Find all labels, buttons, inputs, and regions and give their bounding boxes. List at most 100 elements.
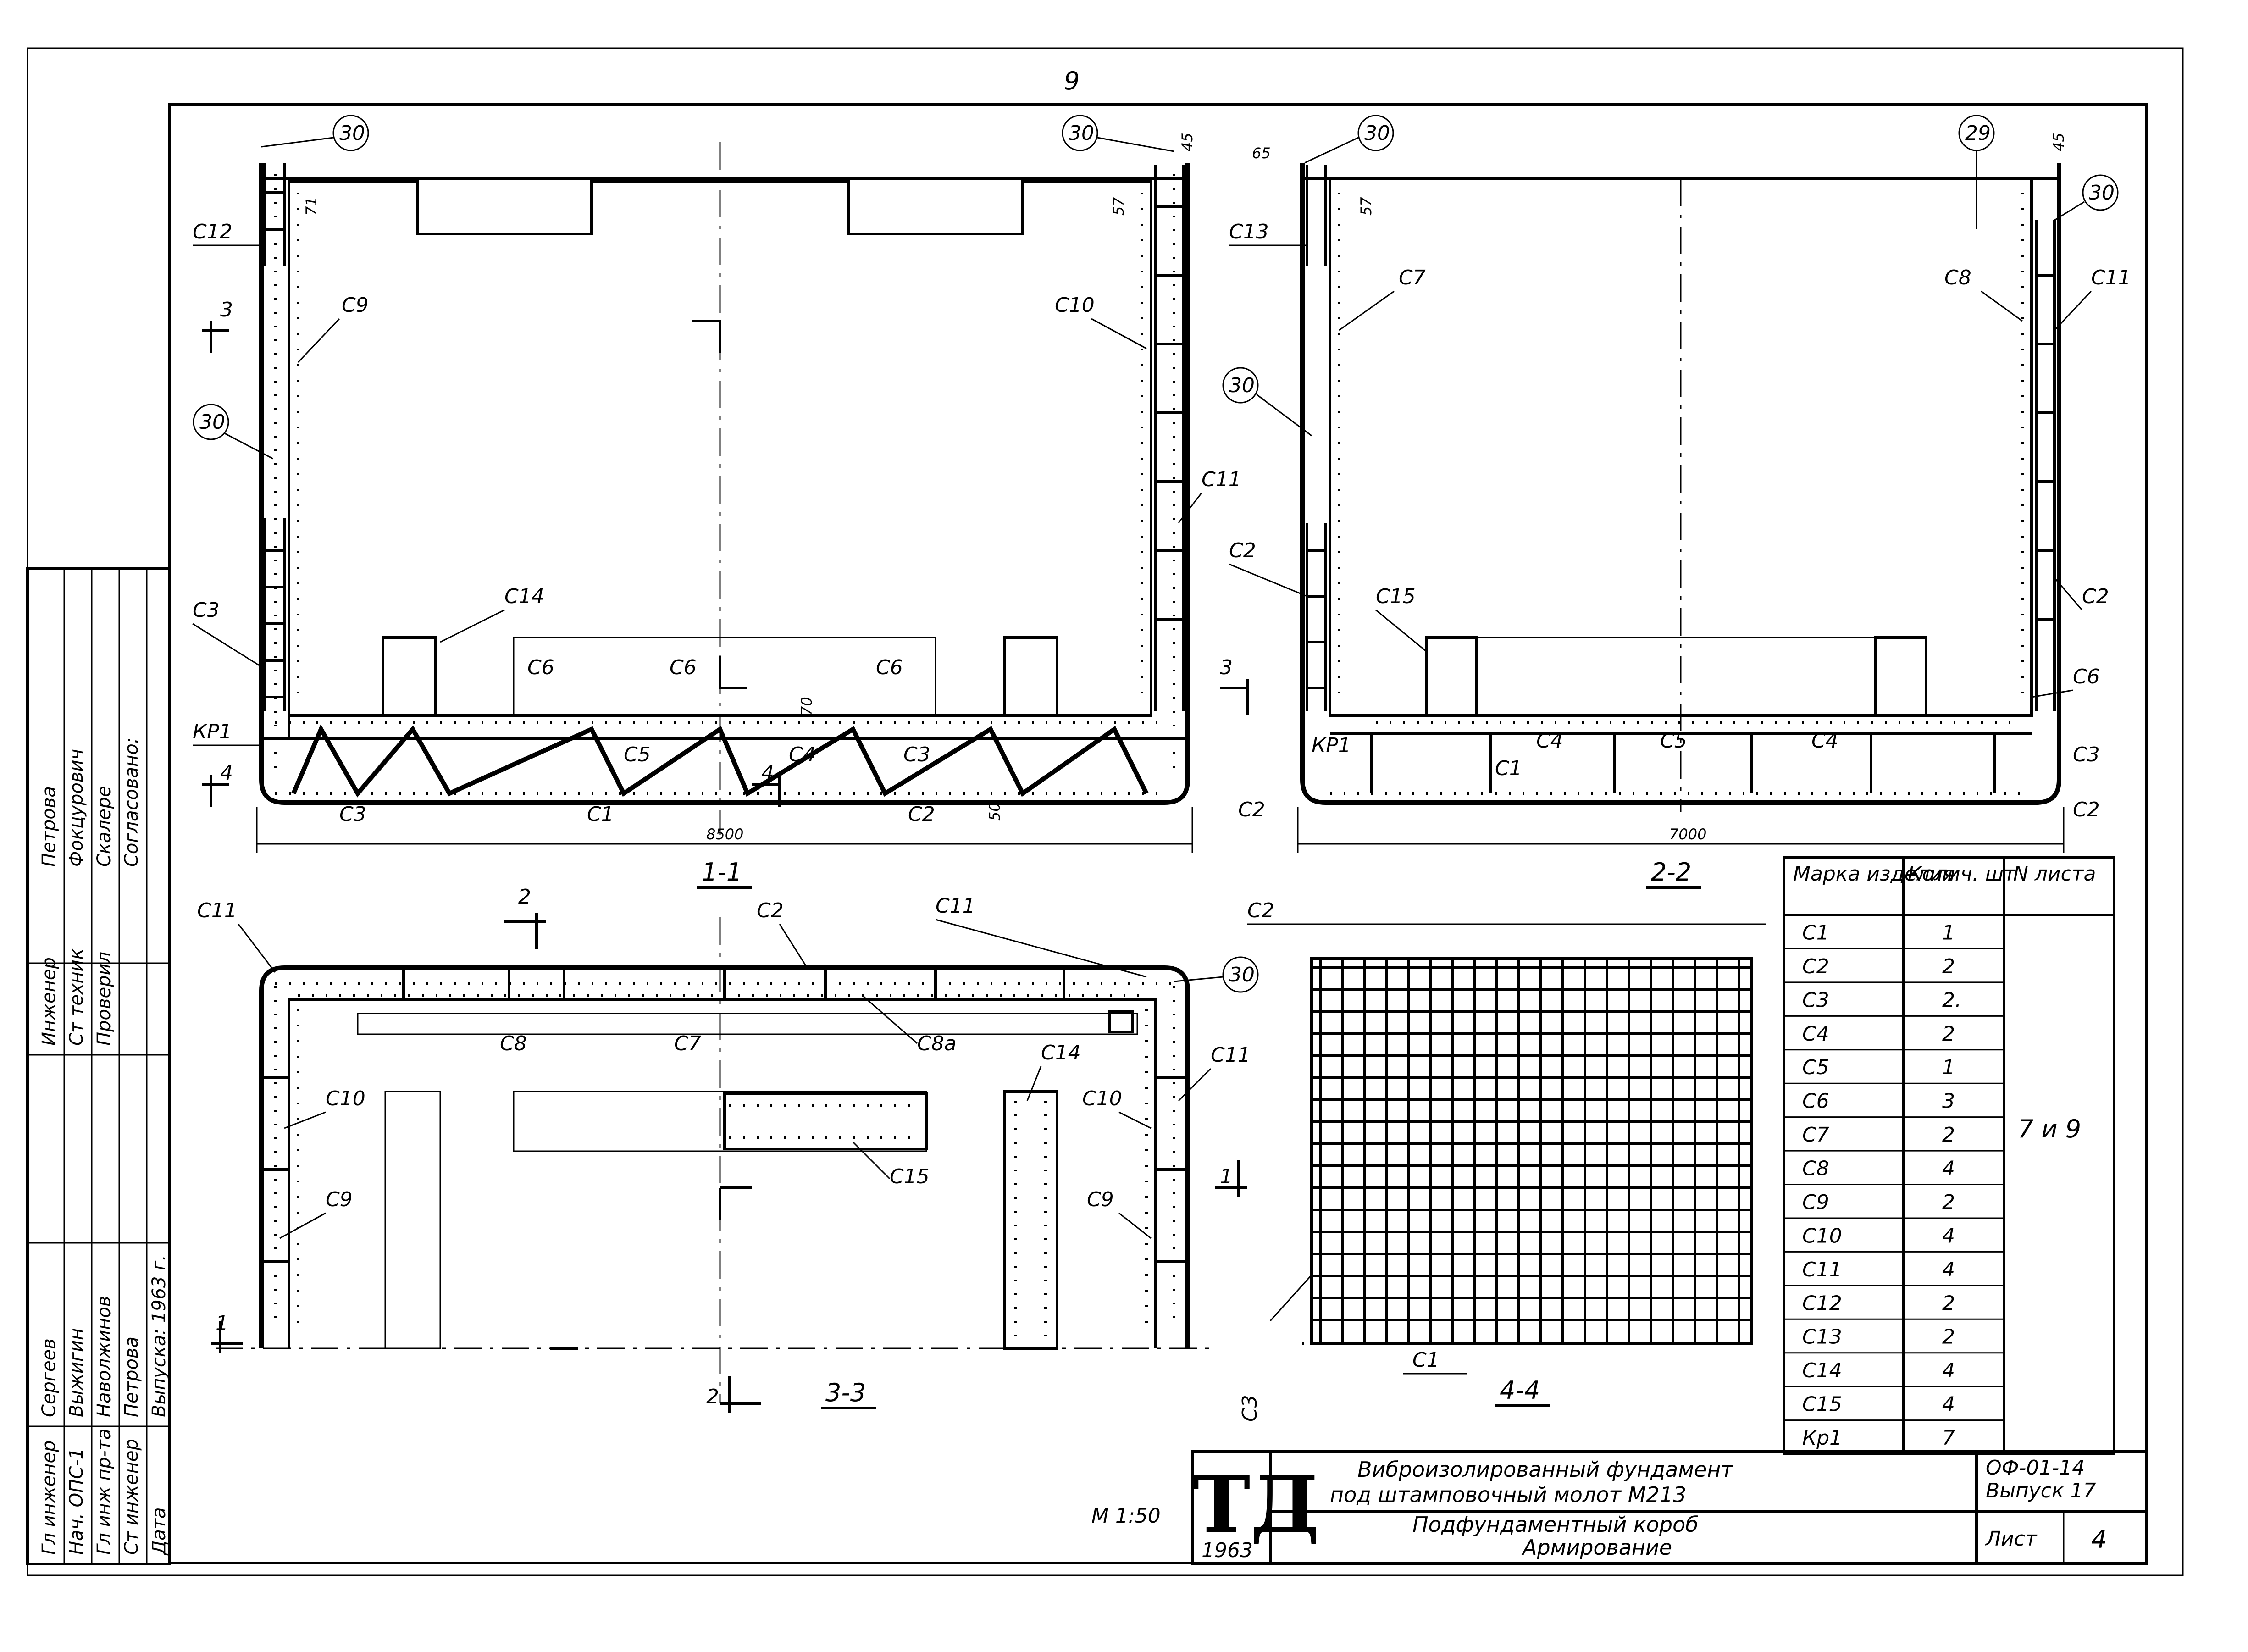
label-c10-b: С10 xyxy=(326,1087,365,1110)
label-c2-d: С2 xyxy=(1238,798,1265,821)
label-c11-c: С11 xyxy=(197,899,237,922)
side-stamp-role-2: Инженер xyxy=(39,957,60,1046)
spec-row-mark: С1 xyxy=(1802,921,1829,944)
spec-row-qty: 2 xyxy=(1942,1022,1955,1046)
callout-30-f: 30 xyxy=(1229,374,1255,397)
side-stamp-name-2: Петрова xyxy=(39,786,60,867)
title-line-2: под штамповочный молот М213 xyxy=(1330,1482,1686,1507)
drawing-frame xyxy=(168,103,2148,1564)
spec-header-sheet: N листа xyxy=(2013,862,2096,886)
label-c14-b: С14 xyxy=(1041,1041,1081,1064)
side-stamp-name-2: Согласовано: xyxy=(121,737,142,867)
label-c15: С15 xyxy=(1376,585,1416,608)
spec-row-mark: С8 xyxy=(1802,1157,1829,1181)
marker-2-b: 2 xyxy=(706,1385,719,1408)
spec-row-mark: С15 xyxy=(1802,1393,1842,1416)
side-stamp-name: Выжигин xyxy=(66,1328,87,1417)
section-title-2-2: 2-2 xyxy=(1651,858,1691,887)
spec-row-qty: 4 xyxy=(1942,1258,1955,1281)
label-c6-d: С6 xyxy=(2073,665,2100,688)
callout-30-g: 30 xyxy=(1229,963,1255,987)
label-c9-c: С9 xyxy=(1087,1188,1114,1211)
label-c11-d: С11 xyxy=(936,894,975,918)
dim-7000: 7000 xyxy=(1669,826,1706,843)
label-kr1-b: КР1 xyxy=(1312,734,1351,757)
label-c3: С3 xyxy=(193,599,220,622)
label-c3-b: С3 xyxy=(903,743,930,766)
label-c11-b: С11 xyxy=(2091,266,2131,289)
spec-row-mark: С11 xyxy=(1802,1258,1842,1281)
spec-row-qty: 4 xyxy=(1942,1157,1955,1181)
spec-row-mark: С12 xyxy=(1802,1292,1842,1315)
spec-row-mark: С4 xyxy=(1802,1022,1829,1046)
marker-4-a: 4 xyxy=(220,761,233,785)
dim-57: 57 xyxy=(1110,197,1127,216)
logo-td: ТД xyxy=(1192,1459,1320,1551)
spec-row-qty: 4 xyxy=(1942,1224,1955,1247)
spec-row-mark: С6 xyxy=(1802,1090,1829,1113)
spec-sheet-ref: 7 и 9 xyxy=(2018,1114,2081,1143)
label-c8a: С8а xyxy=(917,1032,957,1055)
callout-30-b: 30 xyxy=(1069,122,1094,145)
spec-row-qty: 4 xyxy=(1942,1393,1955,1416)
dim-71: 71 xyxy=(303,197,320,216)
label-c13: С13 xyxy=(1229,220,1269,244)
dim-50: 50 xyxy=(986,802,1003,821)
label-c7: С7 xyxy=(1399,266,1426,289)
marker-2-a: 2 xyxy=(518,885,531,909)
label-c14: С14 xyxy=(504,585,544,608)
label-c15-b: С15 xyxy=(890,1165,930,1188)
spec-row-mark: С7 xyxy=(1802,1123,1829,1147)
scale-label: М 1:50 xyxy=(1091,1504,1161,1528)
title-block: ТД 1963 Виброизолированный фундамент под… xyxy=(1091,1450,2148,1565)
side-stamp-name: Наволжинов xyxy=(94,1296,115,1417)
side-stamp-role-2: Ст техник xyxy=(66,948,87,1046)
side-stamp-name-2: Скалере xyxy=(94,786,115,867)
spec-row-qty: 2 xyxy=(1942,955,1955,978)
label-c8: С8 xyxy=(1944,266,1971,289)
callout-30-d: 30 xyxy=(1364,122,1390,145)
doc-code: ОФ-01-14 xyxy=(1986,1456,2085,1480)
label-c12: С12 xyxy=(193,220,233,244)
top-sheet-number: 9 xyxy=(1064,67,1080,95)
label-c11-e: С11 xyxy=(1211,1043,1251,1067)
label-c2-f: С2 xyxy=(757,899,784,922)
spec-row-mark: С9 xyxy=(1802,1191,1829,1214)
side-stamp-role-2: Проверил xyxy=(94,952,115,1046)
label-c6-a: С6 xyxy=(527,656,554,679)
side-stamp-role: Нач. ОПС-1 xyxy=(66,1448,87,1555)
marker-4-b: 4 xyxy=(761,761,774,785)
marker-3-b: 3 xyxy=(1220,656,1233,679)
callout-29: 29 xyxy=(1965,122,1991,145)
label-c1-b: С1 xyxy=(1495,757,1522,780)
section-3-3: 30 С11 С2 С11 С8 С7 С8а С14 С11 С10 С10 … xyxy=(197,885,1259,1413)
label-c3-e: С3 xyxy=(1238,1395,1262,1422)
label-c11: С11 xyxy=(1202,468,1241,491)
label-c9-b: С9 xyxy=(326,1188,353,1211)
side-stamp-role: Гл инж пр-та xyxy=(94,1429,115,1555)
section-title-3-3: 3-3 xyxy=(825,1378,866,1407)
side-stamp-role: Гл инженер xyxy=(39,1440,60,1555)
side-stamp-name: Выпуска: 1963 г. xyxy=(149,1255,170,1417)
section-1-1: 8500 45 71 57 70 50 30 30 30 С12 С9 С10 … xyxy=(192,115,1241,889)
spec-row-mark: С2 xyxy=(1802,955,1829,978)
label-c4: С4 xyxy=(789,743,816,766)
label-kr1: КР1 xyxy=(193,720,232,743)
callout-30-c: 30 xyxy=(199,410,225,434)
spec-row-mark: С13 xyxy=(1802,1325,1842,1349)
spec-row-mark: С5 xyxy=(1802,1056,1829,1079)
label-c6-c: С6 xyxy=(876,656,903,679)
dim-45-b: 45 xyxy=(2050,133,2067,151)
title-line-1: Виброизолированный фундамент xyxy=(1357,1457,1733,1482)
label-c8-b: С8 xyxy=(500,1032,527,1055)
marker-1-b: 1 xyxy=(1220,1165,1233,1188)
callout-30-a: 30 xyxy=(339,122,365,145)
spec-row-qty: 2. xyxy=(1942,988,1961,1012)
spec-header-mark: Марка изделия xyxy=(1793,862,1955,886)
doc-issue: Выпуск 17 xyxy=(1986,1479,2096,1502)
label-c10-c: С10 xyxy=(1082,1087,1122,1110)
label-c2: С2 xyxy=(908,803,935,826)
